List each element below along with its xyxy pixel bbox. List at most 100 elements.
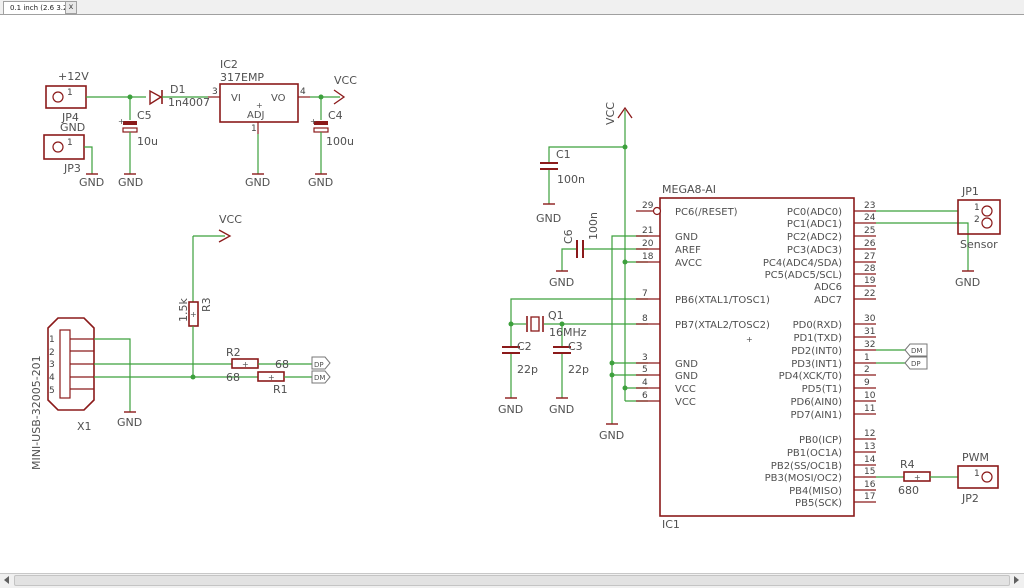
ic1-pin-label: PB3(MOSI/OC2) bbox=[765, 473, 843, 484]
wire bbox=[548, 146, 625, 162]
junction-dot bbox=[622, 144, 628, 150]
jp4-pin-icon bbox=[52, 91, 64, 103]
wire bbox=[561, 248, 576, 271]
usb-pin-num: 1 bbox=[49, 335, 55, 345]
scrollbar-thumb[interactable] bbox=[14, 575, 1010, 586]
jp4-connector bbox=[45, 85, 87, 109]
ic1-pin-num: 4 bbox=[642, 378, 648, 388]
ic1-pin-label: PD3(INT1) bbox=[791, 359, 842, 370]
c4-name: C4 bbox=[328, 109, 343, 122]
diode-icon bbox=[149, 89, 163, 106]
schematic-canvas[interactable]: +12V 1 JP4 GND 1 JP3 GND + C5 10u GND D1… bbox=[0, 15, 1024, 573]
jp1-pin1: 1 bbox=[974, 203, 980, 213]
junction-dot bbox=[622, 259, 628, 265]
ic1-pin-label: PD4(XCK/T0) bbox=[779, 371, 842, 382]
ic1-pin-label: PD2(INT0) bbox=[791, 346, 842, 357]
ic1-pin-num: 29 bbox=[642, 201, 654, 211]
r2-name: R2 bbox=[226, 346, 241, 359]
vcc-arrow-icon bbox=[218, 229, 232, 243]
jp1-pin-icon bbox=[981, 205, 993, 217]
ic1-right-pins: 23PC0(ADC0)24PC1(ADC1)25PC2(ADC2)26PC3(A… bbox=[763, 201, 876, 509]
dp-net-label bbox=[311, 356, 331, 370]
vcc-label: VCC bbox=[604, 102, 617, 125]
c6-value: 100n bbox=[587, 212, 600, 240]
ic1-value: MEGA8-AI bbox=[662, 183, 716, 196]
usb-pins: 1 2 3 4 5 bbox=[49, 335, 94, 396]
dm-net-text: DM bbox=[911, 347, 922, 355]
gnd-label: GND bbox=[549, 403, 574, 416]
ic1-pin-label: PB4(MISO) bbox=[789, 486, 842, 497]
gnd-label: GND bbox=[308, 176, 333, 189]
vcc-label: VCC bbox=[334, 74, 357, 87]
ic1-pin-num: 12 bbox=[864, 429, 875, 439]
c4-plate bbox=[313, 127, 329, 133]
c6-name: C6 bbox=[562, 229, 575, 244]
q1-value: 16MHz bbox=[549, 326, 587, 339]
ic1-pin-num: 32 bbox=[864, 340, 875, 350]
usb-connector bbox=[47, 317, 95, 411]
ic2-name: IC2 bbox=[220, 58, 238, 71]
ic2-plus: + bbox=[256, 101, 263, 110]
d1-name: D1 bbox=[170, 83, 185, 96]
jp3-pin-num: 1 bbox=[67, 138, 73, 148]
ic1-pin-label: PC3(ADC3) bbox=[787, 245, 842, 256]
ic1-name: IC1 bbox=[662, 518, 680, 531]
ic1-pin-num: 15 bbox=[864, 467, 875, 477]
ic1-pin-label: PC1(ADC1) bbox=[787, 219, 842, 230]
ic1-pin-num: 22 bbox=[864, 289, 875, 299]
jp4-pin-num: 1 bbox=[67, 88, 73, 98]
ic1-pin-label: PD0(RXD) bbox=[793, 320, 842, 331]
ic1-pin-label: AVCC bbox=[675, 258, 702, 269]
dp-net-label bbox=[904, 356, 928, 370]
ic1-pin-label: AREF bbox=[675, 245, 701, 256]
x1-value: MINI-USB-32005-201 bbox=[30, 355, 43, 470]
ic1-mcu bbox=[659, 197, 855, 517]
ic2-vi-label: VI bbox=[231, 93, 241, 104]
ic1-pin-num: 20 bbox=[642, 239, 654, 249]
ic1-pin-num: 5 bbox=[642, 365, 648, 375]
ic1-pin-num: 9 bbox=[864, 378, 870, 388]
r2-plus: + bbox=[242, 360, 249, 369]
ic1-pin-num: 30 bbox=[864, 314, 876, 324]
ic2-pin-vo: 4 bbox=[300, 87, 306, 97]
ic2-pin-vi: 3 bbox=[212, 87, 218, 97]
c5-name: C5 bbox=[137, 109, 152, 122]
gnd-label: GND bbox=[245, 176, 270, 189]
jp2-pin-icon bbox=[981, 471, 993, 483]
jp3-connector bbox=[43, 134, 85, 160]
c5-value: 10u bbox=[137, 135, 158, 148]
c5-plus: + bbox=[118, 117, 125, 126]
junction-dot bbox=[609, 360, 615, 366]
scroll-right-icon[interactable] bbox=[1014, 576, 1019, 584]
gnd-label: GND bbox=[549, 276, 574, 289]
gnd-label: GND bbox=[79, 176, 104, 189]
usb-port bbox=[59, 329, 71, 399]
scroll-left-icon[interactable] bbox=[4, 576, 9, 584]
jp4-label: +12V bbox=[58, 70, 89, 83]
ic1-pin-num: 13 bbox=[864, 442, 875, 452]
r3-name: R3 bbox=[200, 297, 213, 312]
ic1-pin-label: GND bbox=[675, 371, 698, 382]
junction-dot bbox=[127, 94, 133, 100]
usb-pin-num: 3 bbox=[49, 360, 55, 370]
r2-value: 68 bbox=[275, 358, 289, 371]
ic1-pin-label: PD7(AIN1) bbox=[790, 410, 842, 421]
d1-value: 1n4007 bbox=[168, 96, 210, 109]
ic1-pin-label: PB5(SCK) bbox=[795, 498, 842, 509]
gnd-label: GND bbox=[498, 403, 523, 416]
ic2-regulator bbox=[219, 83, 299, 123]
ic1-pin-label: PC2(ADC2) bbox=[787, 232, 842, 243]
ic1-pin-num: 16 bbox=[864, 480, 876, 490]
ic1-origin-plus: + bbox=[746, 335, 753, 344]
dp-net-text: DP bbox=[911, 360, 921, 368]
tab-close-button[interactable]: x bbox=[65, 1, 77, 14]
vcc-arrow-icon bbox=[617, 106, 633, 119]
wire bbox=[876, 222, 969, 271]
wire bbox=[510, 298, 648, 346]
usb-pin-num: 5 bbox=[49, 386, 55, 396]
ic1-pin-num: 19 bbox=[864, 276, 876, 286]
r4-value: 680 bbox=[898, 484, 919, 497]
usb-pin-num: 4 bbox=[49, 373, 55, 383]
ic1-pin-num: 11 bbox=[864, 404, 875, 414]
c1-value: 100n bbox=[557, 173, 585, 186]
